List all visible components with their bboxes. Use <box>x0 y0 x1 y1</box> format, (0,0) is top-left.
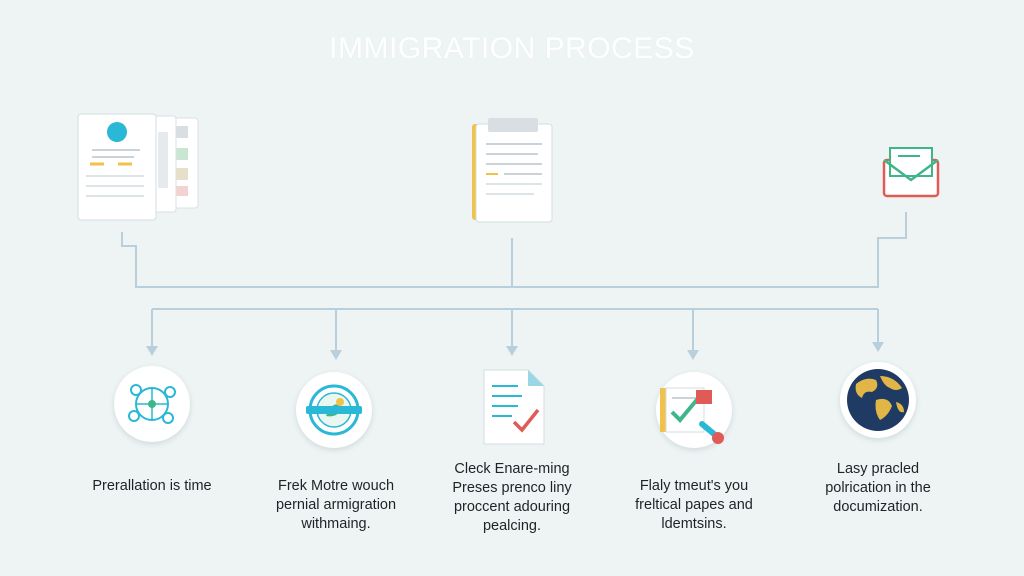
step-3-line-2: Preses prenco liny <box>452 480 572 496</box>
globe-network-icon <box>128 384 176 424</box>
step-4-line-2: freltical papes and <box>635 497 753 513</box>
step-5-circle <box>840 362 916 438</box>
step-4-circle <box>656 372 732 448</box>
step-3-line-4: pealcing. <box>482 518 542 534</box>
step-2-line-2: pernial armigration <box>275 497 397 513</box>
envelope-icon <box>882 147 940 198</box>
step-1-circle <box>114 366 190 442</box>
step-2-circle <box>296 372 372 448</box>
world-globe-icon <box>847 369 909 431</box>
step-3-line-1: Cleck Enare-ming <box>454 461 570 477</box>
checklist-document-icon <box>483 369 545 445</box>
branch-2-arrow <box>330 350 342 360</box>
step-2-line-1: Frek Motre wouch <box>277 478 395 494</box>
branch-5-arrow <box>872 342 884 352</box>
step-5-text: Lasy pracled polrication in the documiza… <box>778 460 978 517</box>
step-5-line-3: documization. <box>833 499 923 515</box>
seal-emblem-icon <box>306 384 362 436</box>
step-1-text: Prerallation is time <box>52 477 252 496</box>
step-3-text: Cleck Enare-ming Preses prenco liny proc… <box>412 460 612 536</box>
branch-4-arrow <box>687 350 699 360</box>
step-4-line-3: ldemtsins. <box>661 516 727 532</box>
top-connector-path <box>121 212 907 288</box>
checkbox-stamp-icon <box>660 387 724 444</box>
branch-3-arrow <box>506 346 518 356</box>
step-2-line-3: withmaing. <box>301 516 371 532</box>
diagram-title: IMMIGRATION PROCESS <box>329 32 695 65</box>
branch-1-arrow <box>146 346 158 356</box>
step-2-text: Frek Motre wouch pernial armigration wit… <box>236 477 436 534</box>
clipboard-document-icon <box>472 118 553 223</box>
passport-application-icon <box>77 113 199 221</box>
step-4-line-1: Flaly tmeut's you <box>639 478 749 494</box>
step-4-text: Flaly tmeut's you freltical papes and ld… <box>594 477 794 534</box>
step-5-line-1: Lasy pracled <box>836 461 920 477</box>
step-5-line-2: polrication in the <box>825 480 931 496</box>
step-1-line-1: Prerallation is time <box>92 478 212 494</box>
step-3-line-3: proccent adouring <box>453 499 571 515</box>
